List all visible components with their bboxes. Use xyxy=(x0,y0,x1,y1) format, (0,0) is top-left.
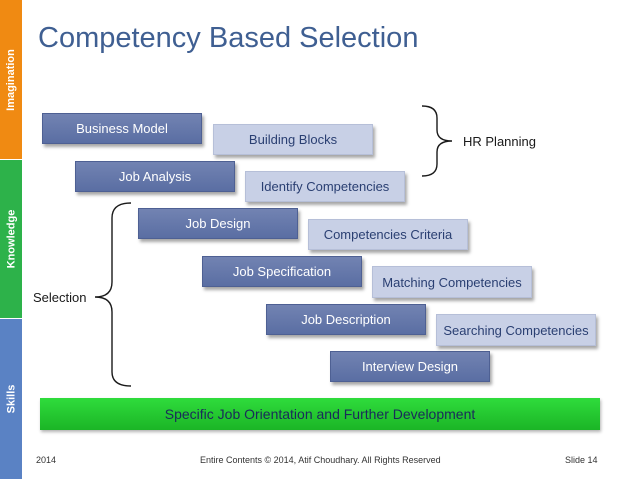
stage-job-analysis: Job Analysis xyxy=(75,161,235,192)
sidebar-segment-knowledge: Knowledge xyxy=(0,160,22,318)
sidebar-segment-skills: Skills xyxy=(0,319,22,479)
hr-planning-brace xyxy=(421,105,453,177)
outcome-matching-competencies: Matching Competencies xyxy=(372,266,532,298)
selection-label: Selection xyxy=(33,290,87,305)
stage-job-description: Job Description xyxy=(266,304,426,335)
stage-interview-design: Interview Design xyxy=(330,351,490,382)
stage-business-model: Business Model xyxy=(42,113,202,144)
stage-job-design: Job Design xyxy=(138,208,298,239)
outcome-identify-competencies: Identify Competencies xyxy=(245,171,405,202)
sidebar-segment-imagination: Imagination xyxy=(0,0,22,159)
outcome-competencies-criteria: Competencies Criteria xyxy=(308,219,468,250)
footer-year: 2014 xyxy=(36,455,57,465)
footer-copyright: Entire Contents © 2014, Atif Choudhary. … xyxy=(200,455,441,465)
outcome-building-blocks: Building Blocks xyxy=(213,124,373,155)
bottom-bar: Specific Job Orientation and Further Dev… xyxy=(40,398,600,430)
slide-title: Competency Based Selection xyxy=(38,22,419,54)
stage-job-specification: Job Specification xyxy=(202,256,362,287)
selection-brace xyxy=(94,202,132,387)
hr-planning-label: HR Planning xyxy=(463,134,536,149)
footer-slide-number: Slide 14 xyxy=(565,455,598,465)
outcome-searching-competencies: Searching Competencies xyxy=(436,314,596,346)
